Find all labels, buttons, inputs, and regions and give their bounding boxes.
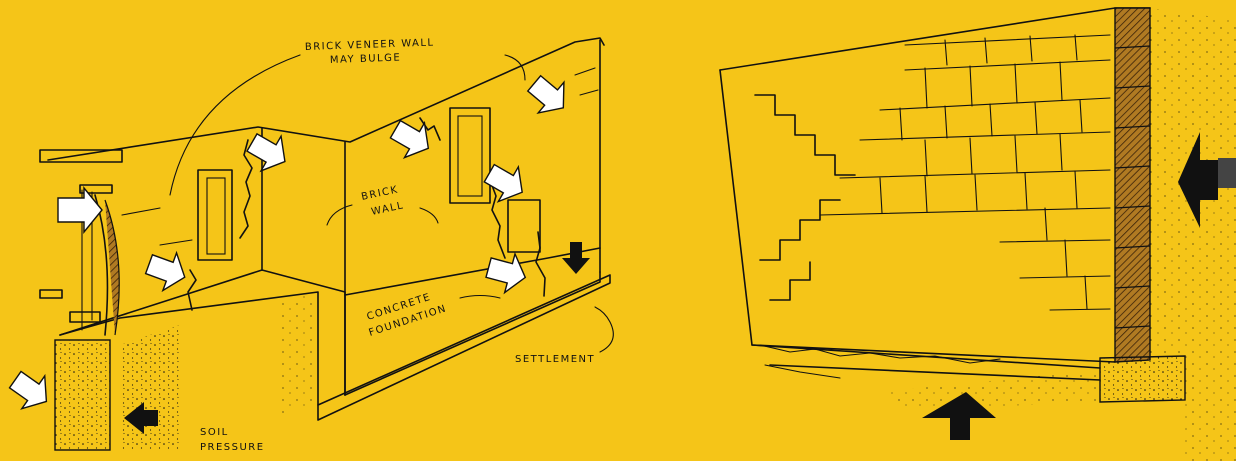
white-pressure-arrow-icon <box>142 245 191 296</box>
white-pressure-arrow-icon <box>4 363 58 418</box>
right-basement-wall-drawing <box>720 8 1236 461</box>
white-pressure-arrow-icon <box>479 156 532 210</box>
white-pressure-arrow-icon <box>483 248 530 296</box>
label-brick-wall-line1: BRICK <box>360 184 399 203</box>
white-pressure-arrow-icon <box>385 112 438 166</box>
label-brick-veneer-line1: BRICK VENEER WALL <box>305 37 435 53</box>
black-force-arrow-icon <box>562 242 590 274</box>
white-pressure-arrow-icon <box>521 68 576 123</box>
left-house-drawing <box>40 38 613 450</box>
wall-edge-dark-strip <box>1218 158 1236 188</box>
label-brick-wall-line2: WALL <box>370 200 405 218</box>
label-soil-line2: PRESSURE <box>200 442 265 453</box>
label-soil-line1: SOIL <box>200 427 229 438</box>
left-labels: BRICK VENEER WALL MAY BULGE BRICK WALL C… <box>200 37 595 453</box>
label-settlement: SETTLEMENT <box>515 354 595 365</box>
label-brick-veneer-line2: MAY BULGE <box>330 53 402 66</box>
